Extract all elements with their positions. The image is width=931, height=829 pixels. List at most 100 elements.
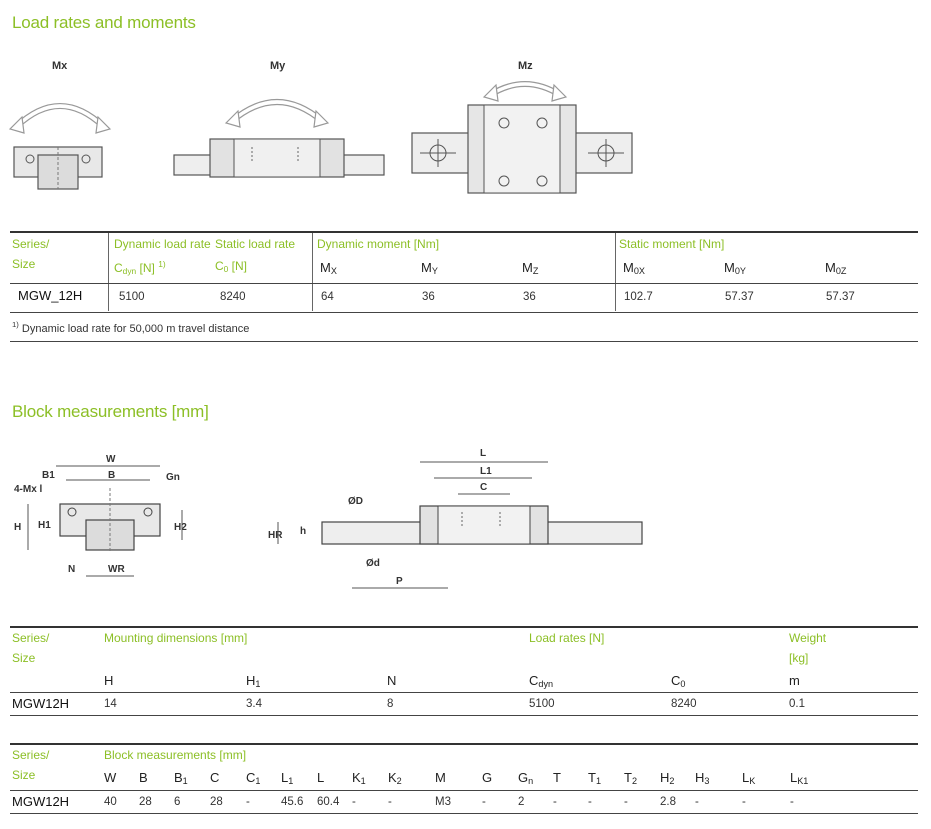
mounting-row-h1: 3.4 bbox=[246, 698, 262, 710]
load-row-m0z: 57.37 bbox=[826, 291, 855, 303]
mounting-row-n: 8 bbox=[387, 698, 394, 710]
load-table-top-rule bbox=[10, 231, 918, 233]
svg-text:Ød: Ød bbox=[366, 558, 380, 569]
mounting-header-n: N bbox=[387, 673, 397, 688]
mounting-row-c0: 8240 bbox=[671, 698, 697, 710]
load-header-series-2: Size bbox=[12, 257, 36, 271]
svg-text:4-Mx l: 4-Mx l bbox=[14, 484, 43, 495]
mounting-header-c0: C0 bbox=[671, 673, 686, 689]
block-table-top-rule bbox=[10, 743, 918, 745]
block-col-c: C bbox=[210, 770, 220, 785]
block-row-h3: - bbox=[695, 796, 699, 808]
load-header-stat-symbol: C0 [N] bbox=[215, 259, 248, 274]
mounting-header-series-2: Size bbox=[12, 651, 36, 665]
load-table-divider-2 bbox=[312, 233, 313, 311]
section-title-load-rates: Load rates and moments bbox=[12, 13, 196, 32]
load-table-row-rule bbox=[10, 312, 918, 313]
svg-text:WR: WR bbox=[108, 564, 125, 575]
block-col-l1: L1 bbox=[281, 770, 294, 786]
block-row-lk: - bbox=[742, 796, 746, 808]
svg-text:B: B bbox=[108, 470, 115, 481]
block-row-b: 28 bbox=[139, 796, 152, 808]
mounting-header-weight-2: [kg] bbox=[789, 651, 809, 665]
load-header-dyn-rate: Dynamic load rate bbox=[114, 237, 211, 251]
block-row-h2: 2.8 bbox=[660, 796, 676, 808]
block-row-lk1: - bbox=[790, 796, 794, 808]
load-row-mx: 64 bbox=[321, 291, 334, 303]
block-row-k2: - bbox=[388, 796, 392, 808]
load-row-series: MGW_12H bbox=[18, 288, 83, 303]
block-col-t2: T2 bbox=[624, 770, 638, 786]
block-row-c1: - bbox=[246, 796, 250, 808]
load-header-m0y: M0Y bbox=[724, 260, 746, 276]
load-header-my: MY bbox=[421, 260, 438, 276]
mounting-header-weight-1: Weight bbox=[789, 631, 827, 645]
mx-moment-diagram: Mx bbox=[8, 60, 112, 190]
svg-text:H2: H2 bbox=[174, 522, 187, 533]
block-col-t1: T1 bbox=[588, 770, 602, 786]
load-table-bottom-rule bbox=[10, 341, 918, 342]
block-side-view-diagram: L L1 C ØD HR h Ød P bbox=[268, 448, 643, 589]
load-table-header-rule bbox=[10, 283, 918, 284]
load-header-m0x: M0X bbox=[623, 260, 645, 276]
my-moment-diagram: My bbox=[173, 60, 385, 178]
block-col-k1: K1 bbox=[352, 770, 366, 786]
block-col-l: L bbox=[317, 770, 325, 785]
block-row-c: 28 bbox=[210, 796, 223, 808]
block-col-h3: H3 bbox=[695, 770, 710, 786]
block-col-b1: B1 bbox=[174, 770, 188, 786]
mounting-row-cdyn: 5100 bbox=[529, 698, 555, 710]
block-col-g: G bbox=[482, 770, 493, 785]
block-table-header-rule bbox=[10, 790, 918, 791]
mounting-table-header-rule bbox=[10, 692, 918, 693]
load-header-stat-rate: Static load rate bbox=[215, 237, 296, 251]
mounting-header-series-1: Series/ bbox=[12, 631, 50, 645]
load-header-mz: MZ bbox=[522, 260, 539, 276]
svg-text:N: N bbox=[68, 564, 75, 575]
svg-text:HR: HR bbox=[268, 530, 283, 541]
svg-text:H: H bbox=[14, 522, 21, 533]
block-col-gn: Gn bbox=[518, 770, 534, 786]
block-row-l1: 45.6 bbox=[281, 796, 304, 808]
block-col-c1: C1 bbox=[246, 770, 261, 786]
block-row-t1: - bbox=[588, 796, 592, 808]
mounting-table-bottom-rule bbox=[10, 715, 918, 716]
mounting-row-series: MGW12H bbox=[12, 696, 70, 711]
svg-text:L1: L1 bbox=[480, 466, 492, 477]
load-row-m0y: 57.37 bbox=[725, 291, 754, 303]
load-row-mz: 36 bbox=[523, 291, 536, 303]
svg-text:C: C bbox=[480, 482, 487, 493]
block-cross-section-diagram: W B B1 4-Mx l Gn H H1 H2 N WR bbox=[14, 454, 187, 577]
block-col-h2: H2 bbox=[660, 770, 675, 786]
mx-label: Mx bbox=[52, 60, 68, 72]
mounting-header-h1: H1 bbox=[246, 673, 261, 689]
block-table-bottom-rule bbox=[10, 813, 918, 814]
load-header-m0z: M0Z bbox=[825, 260, 847, 276]
block-row-k1: - bbox=[352, 796, 356, 808]
mz-moment-diagram: Mz bbox=[411, 60, 633, 194]
block-row-l: 60.4 bbox=[317, 796, 340, 808]
block-col-lk1: LK1 bbox=[790, 770, 809, 786]
svg-text:B1: B1 bbox=[42, 470, 55, 481]
mounting-table-top-rule bbox=[10, 626, 918, 628]
svg-text:H1: H1 bbox=[38, 520, 51, 531]
my-label: My bbox=[270, 60, 286, 72]
block-row-g: - bbox=[482, 796, 486, 808]
block-col-w: W bbox=[104, 770, 117, 785]
mz-label: Mz bbox=[518, 60, 533, 72]
block-row-w: 40 bbox=[104, 796, 117, 808]
load-header-series-1: Series/ bbox=[12, 237, 50, 251]
load-row-m0x: 102.7 bbox=[624, 291, 653, 303]
load-row-cdyn: 5100 bbox=[119, 291, 145, 303]
block-row-t: - bbox=[553, 796, 557, 808]
block-col-b: B bbox=[139, 770, 148, 785]
svg-text:Gn: Gn bbox=[166, 472, 180, 483]
svg-text:P: P bbox=[396, 576, 403, 587]
load-header-stat-moment: Static moment [Nm] bbox=[619, 237, 725, 251]
mounting-header-dims: Mounting dimensions [mm] bbox=[104, 631, 248, 645]
load-header-dyn-symbol: Cdyn [N] 1) bbox=[114, 259, 166, 276]
block-header-measurements: Block measurements [mm] bbox=[104, 748, 247, 762]
svg-text:ØD: ØD bbox=[348, 496, 363, 507]
block-col-m: M bbox=[435, 770, 446, 785]
block-row-series: MGW12H bbox=[12, 794, 70, 809]
